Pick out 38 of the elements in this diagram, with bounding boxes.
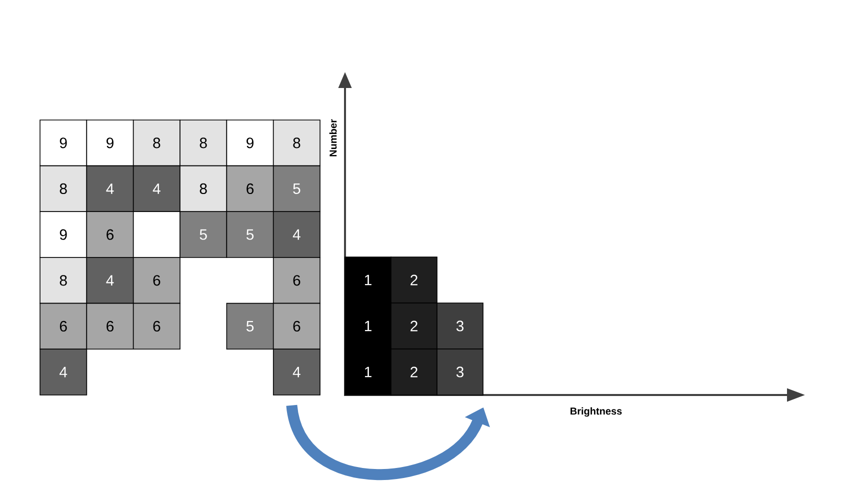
pixel-cell: 4: [272, 348, 320, 396]
pixel-cell: 4: [272, 211, 320, 258]
pixel-cell: 5: [272, 165, 320, 212]
pixel-cell: 6: [86, 302, 134, 350]
pixel-cell: 9: [86, 120, 134, 166]
pixel-cell: 6: [40, 302, 88, 350]
histogram-cell: 2: [390, 256, 438, 304]
pixel-cell: 6: [132, 257, 180, 304]
pixel-cell: 6: [272, 302, 320, 350]
pixel-cell: 8: [180, 165, 228, 212]
histogram-cell: 2: [390, 348, 438, 396]
pixel-cell: 8: [180, 120, 228, 166]
pixel-cell: 8: [40, 257, 88, 304]
histogram-cell: 2: [390, 302, 438, 350]
axis-label: Number: [329, 119, 337, 156]
histogram-cell: 1: [344, 348, 392, 396]
pixel-cell: 8: [272, 120, 320, 166]
histogram-cell: 1: [344, 302, 392, 350]
pixel-cell: 9: [226, 120, 274, 166]
pixel-cell: 6: [226, 165, 274, 212]
pixel-cell: 4: [86, 165, 134, 212]
pixel-cell: 8: [132, 120, 180, 166]
pixel-cell: 5: [180, 211, 228, 258]
pixel-cell: 6: [132, 302, 180, 350]
histogram-cell: 3: [436, 302, 484, 350]
pixel-cell: 5: [226, 211, 274, 258]
pixel-cell: 4: [132, 165, 180, 212]
histogram-cell: 1: [344, 256, 392, 304]
histogram-cell: 3: [436, 348, 484, 396]
axis-label: Brightness: [570, 407, 622, 417]
pixel-cell: 4: [40, 348, 88, 396]
pixel-cell: 4: [86, 257, 134, 304]
pixel-cell: 5: [226, 302, 274, 350]
pixel-cell: 9: [40, 120, 88, 166]
pixel-cell: 9: [40, 211, 88, 258]
pixel-cell: 6: [272, 257, 320, 304]
pixel-cell: 8: [40, 165, 88, 212]
pixel-cell: 6: [86, 211, 134, 258]
